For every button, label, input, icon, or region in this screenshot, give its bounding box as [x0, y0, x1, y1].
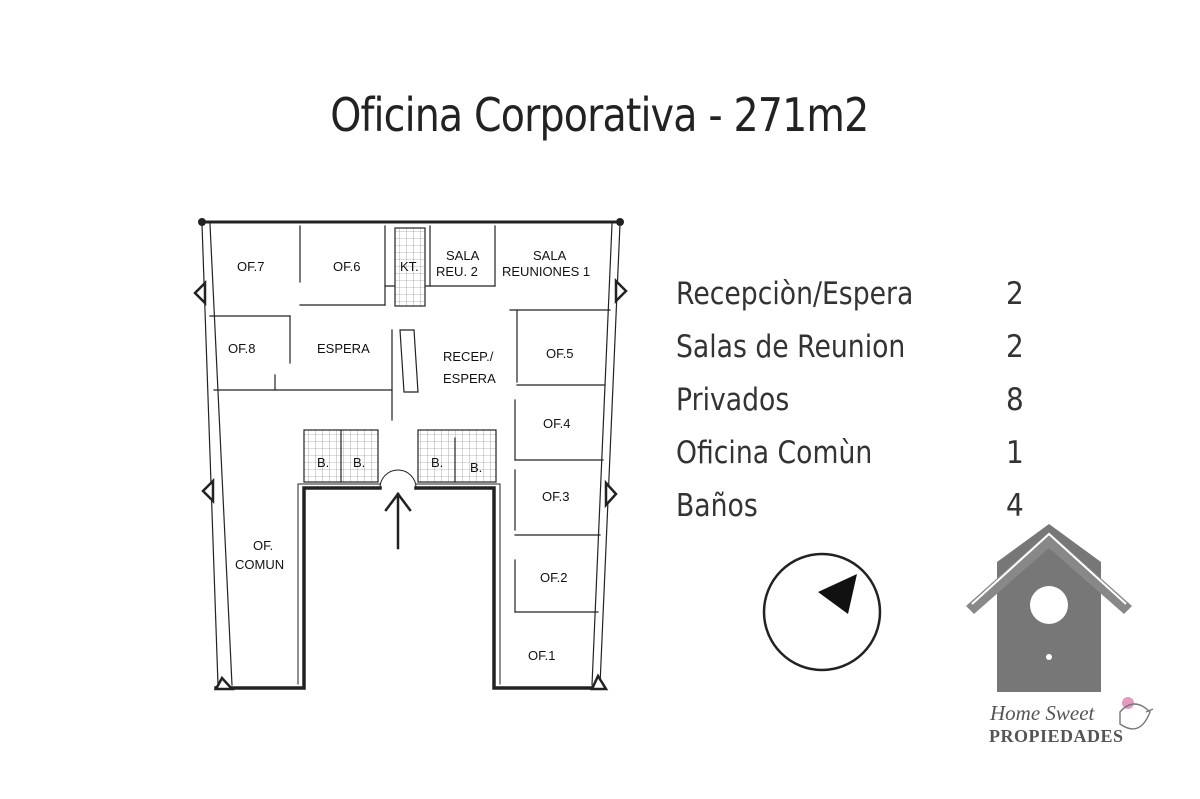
legend-count: 2	[1006, 276, 1024, 312]
bottom-left-wall	[214, 486, 382, 690]
room-label-recepcion: RECEP./	[443, 349, 494, 364]
right-inner-wall	[591, 223, 613, 686]
room-label-bath: B.	[353, 455, 365, 470]
notch-inner-line	[297, 483, 381, 685]
legend-row-salas: Salas de Reunion 2	[676, 329, 1036, 382]
room-labels: OF.7 OF.6 KT. SALA REU. 2 SALA REUNIONES…	[228, 248, 590, 663]
legend-label: Recepciòn/Espera	[676, 276, 914, 312]
legend-count: 2	[1006, 329, 1024, 365]
room-label-bath: B.	[317, 455, 329, 470]
room-label-of-comun: COMUN	[235, 557, 284, 572]
kitchen-tiles	[394, 227, 426, 307]
room-label-of4: OF.4	[543, 416, 570, 431]
room-label-sala-reuniones1: SALA	[533, 248, 567, 263]
room-label-sala-reuniones1: REUNIONES 1	[502, 264, 590, 279]
room-label-of3: OF.3	[542, 489, 569, 504]
door-swing	[397, 469, 417, 489]
bottom-right-wall	[414, 486, 606, 690]
entrance-arrowhead	[384, 491, 412, 512]
logo-line2: PROPIEDADES	[989, 726, 1124, 746]
room-label-of7: OF.7	[237, 259, 264, 274]
birdhouse-hole-icon	[1030, 586, 1068, 624]
legend-count: 8	[1006, 382, 1024, 418]
room-label-of5: OF.5	[546, 346, 573, 361]
birdhouse-roof-icon	[966, 532, 1132, 614]
legend-count: 4	[1006, 488, 1024, 524]
floor-plan	[193, 218, 628, 691]
facade-marker	[590, 673, 609, 691]
reception-counter	[399, 329, 419, 393]
legend-label: Salas de Reunion	[676, 329, 906, 365]
facade-marker	[201, 477, 215, 505]
facade-marker	[614, 277, 628, 305]
notch-inner-line	[415, 483, 501, 685]
room-label-bath: B.	[470, 460, 482, 475]
room-label-bath: B.	[431, 455, 443, 470]
facade-marker	[193, 279, 207, 307]
legend-row-oficina-comun: Oficina Comùn 1	[676, 435, 1036, 488]
bird-icon	[1119, 697, 1154, 730]
legend-label: Baños	[676, 488, 758, 524]
interior-partitions	[209, 225, 611, 613]
legend-row-recepcion: Recepciòn/Espera 2	[676, 276, 1036, 329]
plan-title: Oficina Corporativa - 271m2	[330, 88, 869, 142]
room-legend: Recepciòn/Espera 2 Salas de Reunion 2 Pr…	[676, 276, 1036, 541]
legend-count: 1	[1006, 435, 1024, 471]
facade-marker	[213, 675, 235, 691]
home-sweet-logo: Home Sweet PROPIEDADES	[966, 524, 1154, 746]
room-label-sala-reu2: SALA	[446, 248, 480, 263]
left-inner-wall	[209, 223, 233, 686]
room-label-recepcion: ESPERA	[443, 371, 496, 386]
legend-row-privados: Privados 8	[676, 382, 1036, 435]
legend-row-banos: Baños 4	[676, 488, 1036, 541]
logo-line1: Home Sweet	[989, 701, 1096, 725]
legend-label: Oficina Comùn	[676, 435, 873, 471]
north-indicator-icon	[762, 552, 882, 672]
legend-label: Privados	[676, 382, 790, 418]
room-label-espera: ESPERA	[317, 341, 370, 356]
room-label-sala-reu2: REU. 2	[436, 264, 478, 279]
bathroom-tiles-right	[417, 429, 497, 483]
room-label-of8: OF.8	[228, 341, 255, 356]
room-label-of-comun: OF.	[253, 538, 273, 553]
room-label-of2: OF.2	[540, 570, 567, 585]
room-label-of1: OF.1	[528, 648, 555, 663]
door-swing	[379, 469, 399, 489]
room-label-of6: OF.6	[333, 259, 360, 274]
room-label-kt: KT.	[400, 259, 419, 274]
facade-marker	[604, 479, 618, 509]
